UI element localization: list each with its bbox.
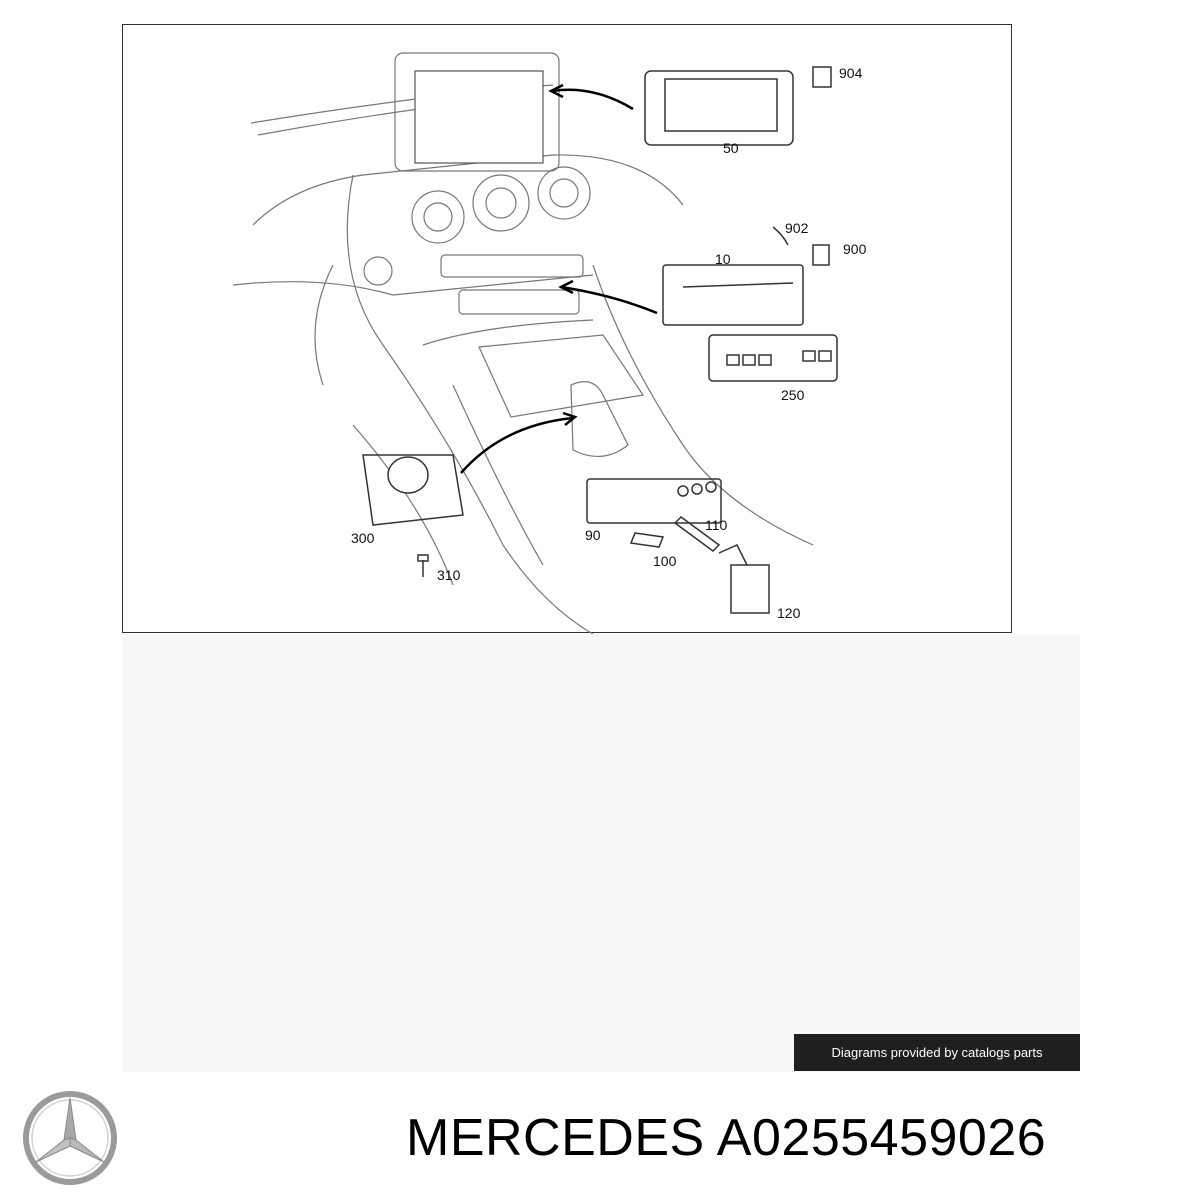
- part-label-120: 120: [777, 605, 801, 621]
- diagram-drawing: [232, 52, 838, 634]
- part-label-110: 110: [705, 517, 728, 533]
- part-label-50: 50: [723, 140, 739, 156]
- part-label-310: 310: [437, 567, 461, 583]
- mercedes-star-icon: [20, 1088, 120, 1193]
- part-label-904: 904: [839, 65, 863, 81]
- brand-name: MERCEDES: [406, 1109, 705, 1167]
- part-label-90: 90: [585, 527, 601, 543]
- part-label-900: 900: [843, 241, 867, 257]
- part-label-300: 300: [351, 530, 375, 546]
- part-label-250: 250: [781, 387, 805, 403]
- part-label-100: 100: [653, 553, 677, 569]
- part-label-902: 902: [785, 220, 809, 236]
- diagram-credit-badge: Diagrams provided by catalogs parts: [794, 1034, 1080, 1071]
- parts-diagram: 904 50 902 900 10 250 300 310 90 110 100…: [122, 24, 1012, 634]
- background-panel: [122, 634, 1080, 1072]
- part-title: MERCEDES A0255459026: [406, 1108, 1046, 1168]
- part-label-10: 10: [715, 251, 731, 267]
- part-number: A0255459026: [716, 1109, 1047, 1167]
